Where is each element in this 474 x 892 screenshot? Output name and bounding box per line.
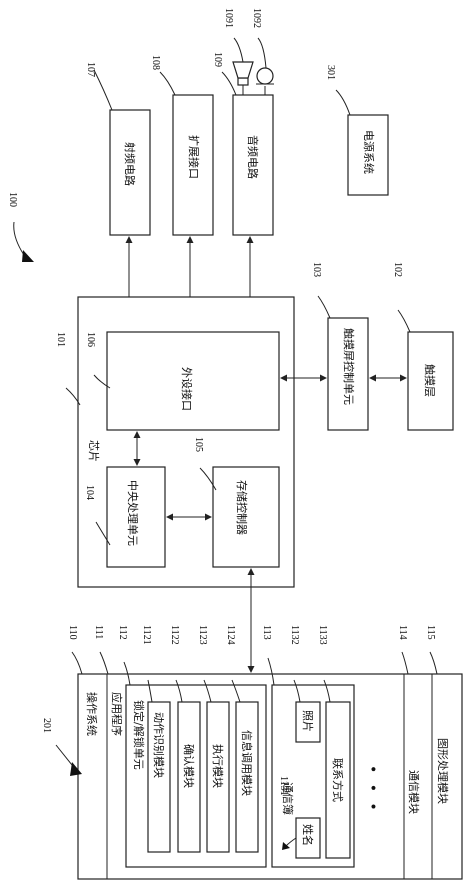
apps-ref: 111 xyxy=(93,625,104,639)
execute-module: 执行模块 1123 xyxy=(197,625,230,853)
apps-column: 应用程序 111 xyxy=(93,625,124,736)
confirm-module: 确认模块 1122 xyxy=(169,625,201,853)
memory-ref: 201 xyxy=(41,718,52,733)
comm-label: 通信模块 xyxy=(407,770,420,814)
leader-line xyxy=(203,679,212,703)
os-column: 操作系统 110 xyxy=(67,625,99,736)
expansion-interface-block: 扩展接口 108 xyxy=(150,55,214,236)
contact-field-ref: 1132 xyxy=(289,625,300,645)
expansion-label: 扩展接口 xyxy=(187,135,201,179)
rf-circuit-block: 射频电路 107 xyxy=(85,62,151,236)
rf-circuit-ref: 107 xyxy=(85,62,96,77)
comm-ref: 114 xyxy=(397,625,408,640)
cpu-ref: 104 xyxy=(84,485,95,500)
leader-line xyxy=(175,679,183,703)
touch-controller-label: 触摸屏控制单元 xyxy=(342,328,356,405)
module-ref: 1124 xyxy=(225,625,236,645)
leader-line xyxy=(267,657,275,686)
touch-controller-ref: 103 xyxy=(311,262,322,277)
contact-field-ref: 1133 xyxy=(317,625,328,645)
contact-field-label: 照片 xyxy=(301,710,314,732)
leader-line xyxy=(231,679,241,703)
cpu-block: 中央处理单元 104 xyxy=(84,466,166,568)
leader-line xyxy=(429,651,438,675)
contact-method-field: 联系方式 1133 xyxy=(317,625,351,859)
power-system-block: 电源系统 301 xyxy=(325,65,389,196)
power-label: 电源系统 xyxy=(362,130,376,174)
graphics-module-column: 图形处理模块 115 xyxy=(425,625,449,804)
module-ref: 1122 xyxy=(169,625,180,645)
leader-line xyxy=(95,521,111,546)
mic-ref: 1092 xyxy=(251,8,262,28)
leader-line xyxy=(93,69,113,111)
leader-line xyxy=(71,651,83,675)
lock-unit-label: 锁定/解锁单元 xyxy=(132,700,146,770)
leader-line xyxy=(159,71,176,96)
apps-label: 应用程序 xyxy=(110,692,124,736)
contacts-ref: 113 xyxy=(261,625,272,640)
arrow-head xyxy=(282,842,290,850)
contact-field-label: 联系方式 xyxy=(331,758,345,802)
module-label: 信息调用模块 xyxy=(240,730,254,796)
contact-field-label: 姓名 xyxy=(301,824,315,846)
leader-line xyxy=(93,374,111,389)
module-label: 执行模块 xyxy=(211,744,225,788)
name-field: 姓名 1131 xyxy=(278,776,321,859)
leader-line xyxy=(317,295,331,319)
contacts-label: 通信簿 xyxy=(281,782,295,815)
os-label: 操作系统 xyxy=(85,692,99,736)
peripheral-label: 外设接口 xyxy=(180,367,193,411)
info-call-module: 信息调用模块 1124 xyxy=(225,625,259,853)
module-label: 确认模块 xyxy=(182,744,195,788)
leader-line xyxy=(397,309,411,333)
leader-line xyxy=(323,679,331,703)
chip-label: 芯片 xyxy=(87,440,101,462)
leader-line xyxy=(99,651,109,675)
ellipsis-more: • • • xyxy=(364,765,380,814)
peripheral-interface-block: 外设接口 106 xyxy=(85,331,280,431)
expansion-ref: 108 xyxy=(150,55,161,70)
module-ref: 1121 xyxy=(141,625,152,645)
arrow-head xyxy=(70,762,82,776)
contact-field-ref: 1131 xyxy=(278,776,289,796)
os-ref: 110 xyxy=(67,625,78,640)
touch-layer-ref: 102 xyxy=(392,262,403,277)
storage-ref: 105 xyxy=(193,437,204,452)
audio-label: 音频电路 xyxy=(246,135,260,179)
speaker-ref: 1091 xyxy=(223,8,234,28)
module-label: 动作识别模块 xyxy=(152,712,165,778)
figure-ref-100: 100 xyxy=(7,192,34,262)
comm-module-column: 通信模块 114 xyxy=(397,625,420,814)
storage-label: 存储控制器 xyxy=(235,480,249,535)
arrow-head xyxy=(22,250,34,262)
cpu-label: 中央处理单元 xyxy=(126,480,139,546)
power-ref: 301 xyxy=(325,65,336,80)
motion-recognition-module: 动作识别模块 1121 xyxy=(141,625,171,853)
leader-line xyxy=(401,651,409,675)
svg-text:100: 100 xyxy=(7,192,18,207)
speaker-icon: 1091 xyxy=(223,8,254,86)
module-ref: 1123 xyxy=(197,625,208,645)
leader-line xyxy=(123,661,131,686)
touch-layer-block: 触摸层 102 xyxy=(392,262,454,431)
audio-circuit-block: 音频电路 109 xyxy=(212,52,274,236)
photo-field: 照片 1132 xyxy=(289,625,321,743)
peripheral-ref: 106 xyxy=(85,332,96,347)
lock-unit-ref: 112 xyxy=(117,625,128,640)
microphone-icon: 1092 xyxy=(251,8,274,85)
storage-controller-block: 存储控制器 105 xyxy=(193,437,280,568)
leader-line xyxy=(293,679,301,703)
leader-line xyxy=(335,89,351,116)
chip-ref: 101 xyxy=(55,332,66,347)
graphics-ref: 115 xyxy=(425,625,436,640)
audio-ref: 109 xyxy=(212,52,223,67)
touch-layer-label: 触摸层 xyxy=(423,364,437,397)
touch-controller-block: 触摸屏控制单元 103 xyxy=(311,262,369,431)
graphics-label: 图形处理模块 xyxy=(436,738,449,804)
rf-circuit-label: 射频电路 xyxy=(123,142,137,186)
leader-line xyxy=(147,679,153,703)
leader-line xyxy=(65,387,81,406)
leader-line xyxy=(221,71,237,96)
leader-line xyxy=(199,467,217,491)
